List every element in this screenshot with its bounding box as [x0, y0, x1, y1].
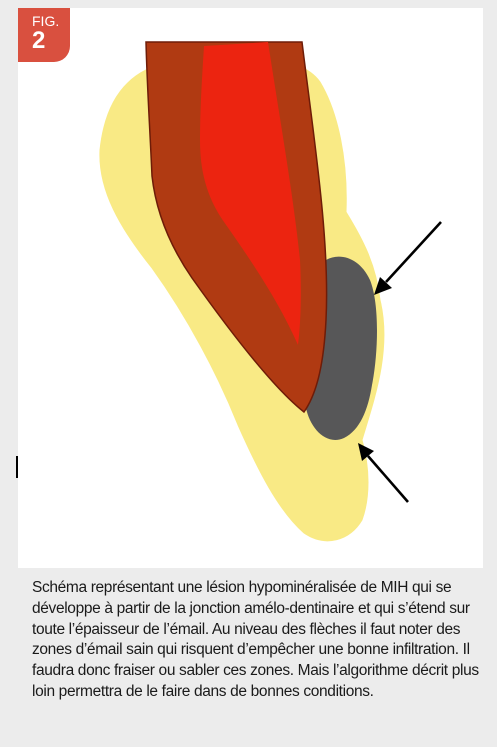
- figure-label: FIG.: [32, 14, 70, 28]
- figure-caption: Schéma représentant une lésion hypominér…: [32, 578, 482, 703]
- edge-mark: [16, 456, 18, 478]
- figure-number: 2: [32, 29, 70, 53]
- arrow-upper-icon: [374, 222, 441, 295]
- figure-badge: FIG. 2: [18, 8, 70, 62]
